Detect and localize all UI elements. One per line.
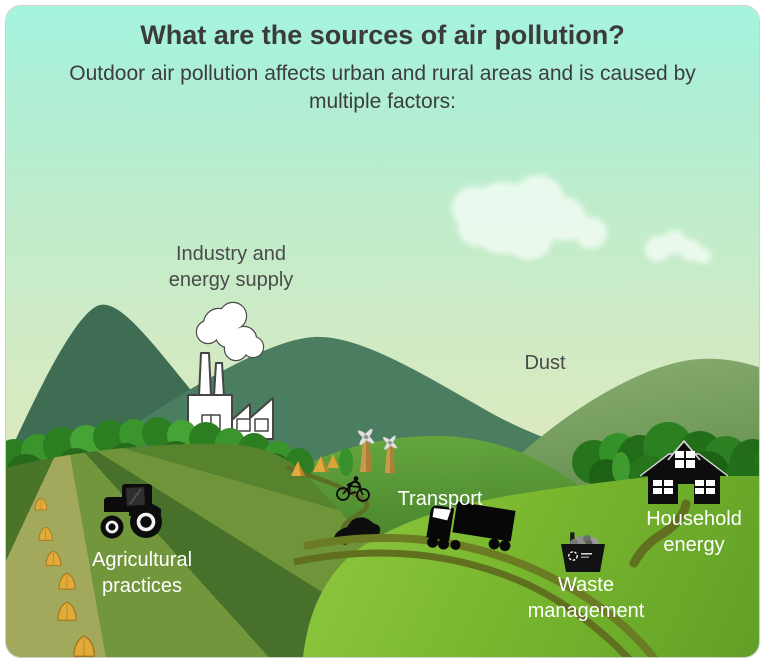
windmill-icon	[382, 435, 398, 474]
house-icon	[640, 439, 728, 504]
waste-bin-icon	[561, 532, 605, 572]
roads	[293, 499, 691, 657]
header: What are the sources of air pollution? O…	[6, 6, 759, 116]
windmill-icon	[357, 428, 375, 472]
smoke-icon	[195, 301, 265, 362]
bicycle-icon	[336, 476, 370, 502]
page-subtitle: Outdoor air pollution affects urban and …	[69, 62, 696, 113]
clouds-icon	[452, 175, 711, 264]
road	[303, 533, 659, 657]
page-title: What are the sources of air pollution?	[140, 20, 625, 50]
village-icon	[291, 448, 353, 476]
label-transport: Transport	[397, 488, 483, 510]
truck-icon	[426, 501, 516, 552]
recycle-icon	[568, 551, 578, 561]
tractor-icon	[100, 484, 162, 539]
factory-icon	[187, 301, 274, 440]
road	[293, 549, 632, 657]
label-dust: Dust	[524, 352, 566, 374]
house-walkway	[629, 499, 691, 568]
